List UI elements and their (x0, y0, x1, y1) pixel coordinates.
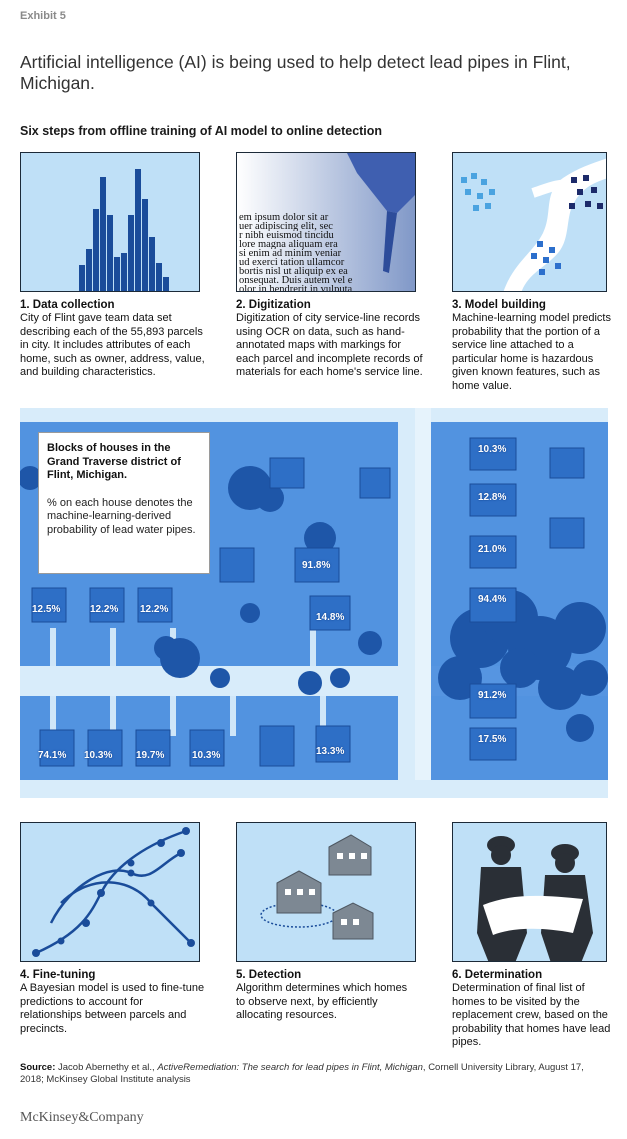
house-probability-label: 17.5% (478, 734, 507, 745)
house-probability-label: 91.2% (478, 690, 507, 701)
ocr-line: lore magna aliquam era (239, 240, 338, 249)
step-3-illustration (452, 152, 607, 292)
houses (31, 437, 585, 767)
step-6-description: Determination of final list of homes to … (452, 982, 611, 1048)
source-title: ActiveRemediation: The search for lead p… (157, 1062, 423, 1073)
page-subtitle: Six steps from offline training of AI mo… (20, 124, 383, 138)
step-6-illustration (452, 822, 607, 962)
house-probability-label: 13.3% (316, 746, 345, 757)
house-probability-label: 10.3% (192, 750, 221, 761)
house-probability-label: 19.7% (136, 750, 165, 761)
house-probability-label: 12.5% (32, 604, 61, 615)
scanner-pen-icon (347, 153, 415, 213)
step-5-title: 5. Detection (236, 969, 302, 981)
house-probability-label: 12.2% (90, 604, 119, 615)
house-probability-label: 21.0% (478, 544, 507, 555)
house-probability-label: 74.1% (38, 750, 67, 761)
bayesian-network-icon (32, 827, 195, 957)
house-probability-label: 10.3% (84, 750, 113, 761)
callout-title: Blocks of houses in the Grand Traverse d… (47, 442, 181, 481)
blueprint-icon (483, 895, 583, 935)
step-4-description: A Bayesian model is used to fine-tune pr… (20, 982, 205, 1035)
step-4-title: 4. Fine-tuning (20, 969, 96, 981)
house-probability-label: 14.8% (316, 612, 345, 623)
step-3-description: Machine-learning model predicts probabil… (452, 312, 611, 392)
ocr-line: ud exerci tation ullamcor (239, 258, 345, 267)
trees (20, 466, 608, 742)
house-selection-icon (260, 834, 374, 940)
brand-logo: McKinsey&Company (20, 1110, 144, 1125)
house-probability-label: 12.8% (478, 492, 507, 503)
step-2-description: Digitization of city service-line record… (236, 312, 423, 378)
replacement-crew-icon (477, 836, 593, 961)
parcel-map-icon (461, 158, 606, 291)
step-4-illustration (20, 822, 200, 962)
step-6-title: 6. Determination (452, 969, 543, 981)
histogram-icon (79, 169, 169, 291)
ocr-line: r nibh euismod tincidu (239, 231, 334, 240)
ocr-line: em ipsum dolor sit ar (239, 213, 329, 222)
house-probability-label: 94.4% (478, 594, 507, 605)
house-probability-label: 91.8% (302, 560, 331, 571)
step-5-description: Algorithm determines which homes to obse… (236, 982, 408, 1021)
page-title: Artificial intelligence (AI) is being us… (20, 52, 571, 93)
step-1-title: 1. Data collection (20, 299, 115, 311)
house-probability-label: 10.3% (478, 444, 507, 455)
source-text-2: , Cornell University Library, August 17,… (20, 1062, 584, 1085)
step-3-title: 3. Model building (452, 299, 546, 311)
source-label: Source: (20, 1062, 56, 1073)
ocr-line: onsequat. Duis autem vel e (239, 276, 353, 285)
ocr-line: olor in hendrerit in vulputa (239, 285, 353, 292)
ocr-line: si enim ad minim veniar (239, 249, 342, 258)
ocr-line: bortis nisl ut aliquip ex ea (239, 267, 348, 276)
callout-note: % on each house denotes the machine-lear… (47, 496, 196, 536)
step-5-illustration (236, 822, 416, 962)
ocr-line: uer adipiscing elit, sec (239, 222, 333, 231)
source-note: Source: Jacob Abernethy et al., ActiveRe… (20, 1062, 610, 1086)
map-legend-callout: Blocks of houses in the Grand Traverse d… (38, 432, 210, 574)
step-2-title: 2. Digitization (236, 299, 311, 311)
step-1-description: City of Flint gave team data set describ… (20, 312, 205, 378)
step-1-illustration (20, 152, 200, 292)
house-probability-label: 12.2% (140, 604, 169, 615)
exhibit-label: Exhibit 5 (20, 10, 66, 22)
source-text-1: Jacob Abernethy et al., (55, 1062, 158, 1073)
